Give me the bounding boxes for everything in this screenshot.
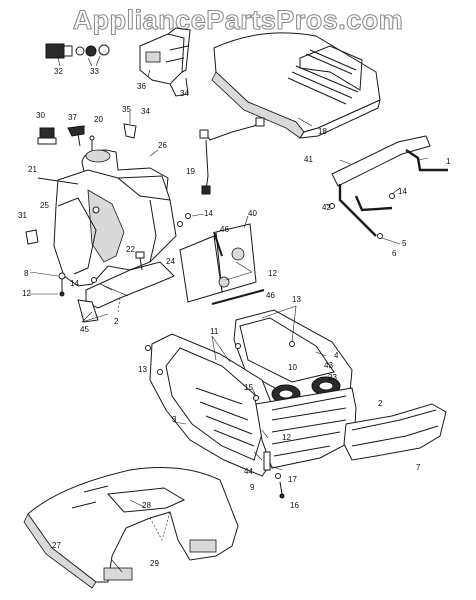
callout-12-bottom: 12 <box>282 433 291 442</box>
callout-42: 42 <box>322 203 331 212</box>
callout-19: 19 <box>186 167 195 176</box>
callout-44: 44 <box>244 467 253 476</box>
callout-34-top: 34 <box>180 89 189 98</box>
callout-12-right: 12 <box>268 269 277 278</box>
callout-45: 45 <box>80 325 89 334</box>
callout-23: 23 <box>328 373 337 382</box>
callout-3: 3 <box>172 415 177 424</box>
base-bracket-part <box>77 251 175 323</box>
callout-labels: 32 33 36 34 18 30 35 34 37 20 26 21 19 4… <box>18 67 451 568</box>
small-fasteners-part <box>67 112 137 152</box>
panel-insulation-part <box>179 215 265 305</box>
callout-7: 7 <box>416 463 421 472</box>
callout-21: 21 <box>28 165 37 174</box>
callout-22: 22 <box>126 245 135 254</box>
screw-part <box>185 213 191 219</box>
grille-panel-part <box>149 333 357 477</box>
callout-1: 1 <box>446 157 451 166</box>
callout-40: 40 <box>248 209 257 218</box>
callout-46-top: 46 <box>220 225 229 234</box>
callout-14-mid: 14 <box>204 209 213 218</box>
rear-fender-part <box>23 467 239 589</box>
callout-28: 28 <box>142 501 151 510</box>
callout-35: 35 <box>122 105 131 114</box>
dash-tower-part <box>53 169 177 287</box>
callout-13-left: 13 <box>138 365 147 374</box>
callout-30: 30 <box>36 111 45 120</box>
callout-34: 34 <box>141 107 150 116</box>
callout-41: 41 <box>304 155 313 164</box>
relay-part <box>37 127 57 145</box>
grommet-part <box>58 272 66 297</box>
callout-29: 29 <box>150 559 159 568</box>
callout-10: 10 <box>288 363 297 372</box>
callout-16: 16 <box>290 501 299 510</box>
rod-part <box>37 177 79 185</box>
callout-17: 17 <box>288 475 297 484</box>
front-bumper-part <box>329 135 448 239</box>
callout-8: 8 <box>24 269 29 278</box>
callout-26: 26 <box>158 141 167 150</box>
callout-43: 43 <box>324 361 333 370</box>
callout-46-bottom: 46 <box>266 291 275 300</box>
callout-11: 11 <box>210 327 219 336</box>
lower-bumper-part <box>343 403 447 461</box>
leader-lines <box>29 157 429 573</box>
callout-20: 20 <box>94 115 103 124</box>
callout-24: 24 <box>166 257 175 266</box>
clip-part <box>25 229 39 245</box>
callout-14-left: 14 <box>70 279 79 288</box>
callout-9: 9 <box>250 483 255 492</box>
callout-37: 37 <box>68 113 77 122</box>
callout-33: 33 <box>90 67 99 76</box>
callout-13-top: 13 <box>292 295 301 304</box>
callout-14-right: 14 <box>398 187 407 196</box>
callout-32: 32 <box>54 67 63 76</box>
callout-27: 27 <box>52 541 61 550</box>
callout-15: 15 <box>244 383 253 392</box>
callout-2-left: 2 <box>114 317 119 326</box>
callout-5: 5 <box>402 239 407 248</box>
watermark: AppliancePartsPros.com <box>72 4 404 35</box>
callout-18: 18 <box>318 127 327 136</box>
callout-4: 4 <box>334 351 339 360</box>
callout-6: 6 <box>392 249 397 258</box>
dash-bracket-part <box>139 27 191 97</box>
callout-31: 31 <box>18 211 27 220</box>
wire-harness-part <box>199 117 265 195</box>
lower-fasteners-part <box>253 395 285 499</box>
hood-part <box>211 32 381 139</box>
callout-12-left: 12 <box>22 289 31 298</box>
callout-2-right: 2 <box>378 399 383 408</box>
callout-36: 36 <box>137 82 146 91</box>
switch-assembly-part <box>45 43 110 67</box>
callout-25: 25 <box>40 201 49 210</box>
